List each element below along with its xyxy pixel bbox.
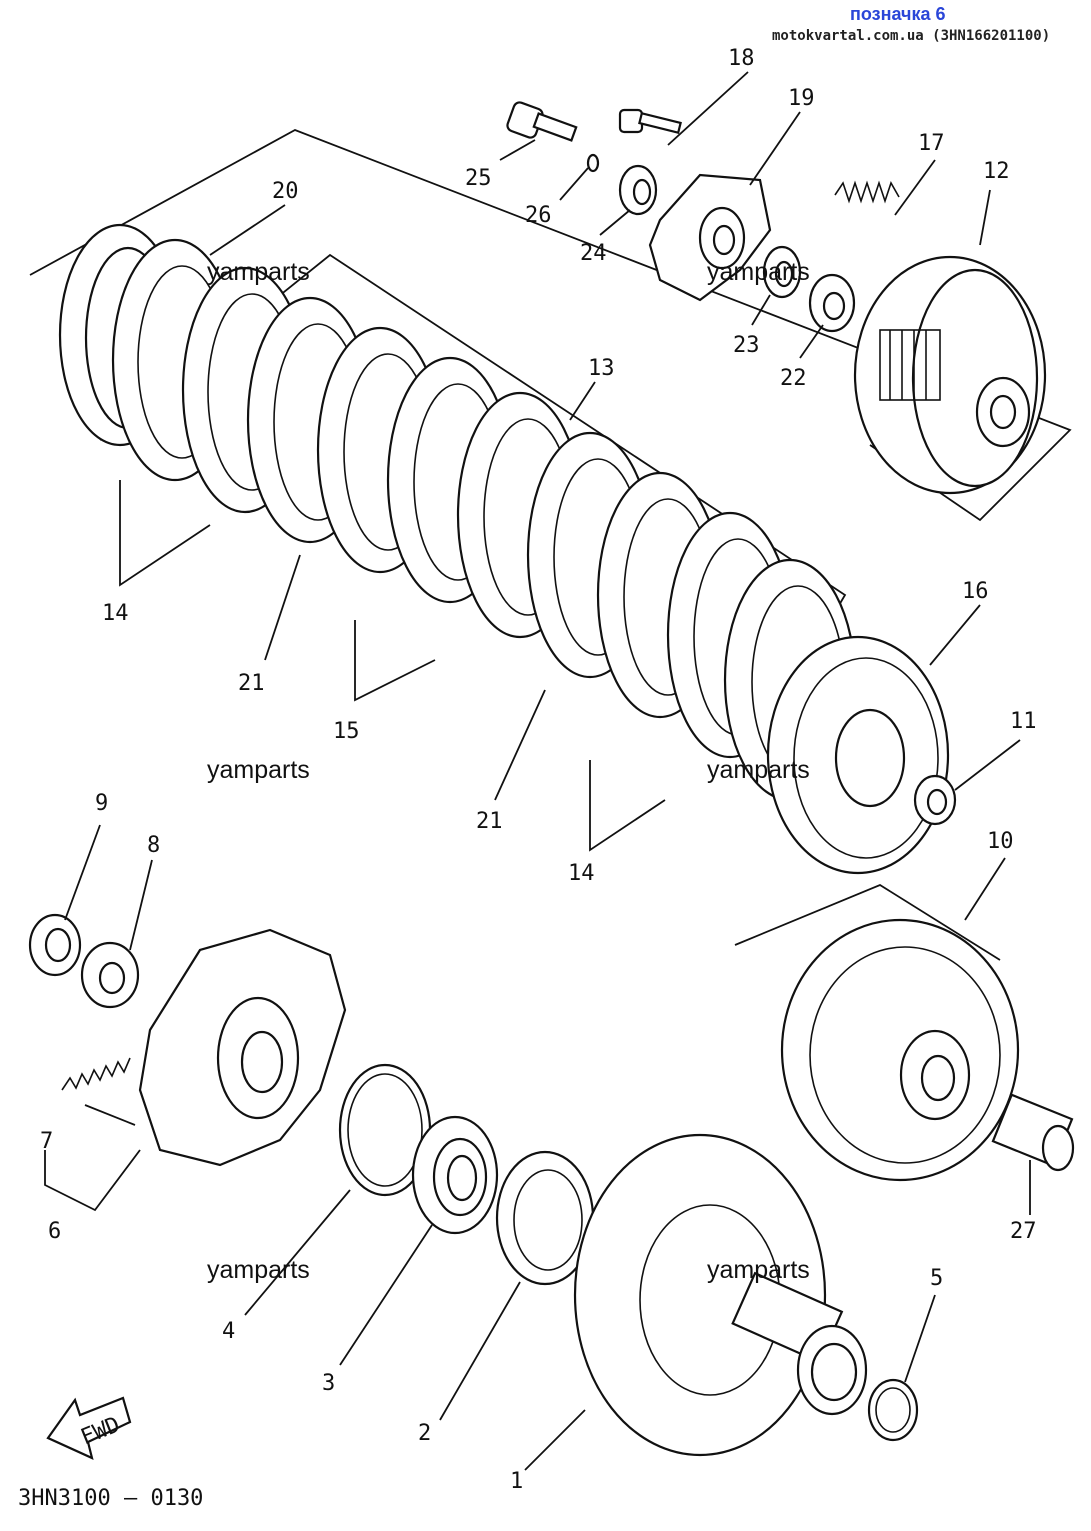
group-bracket-12 — [29, 129, 1072, 522]
callout-1: 1 — [510, 1469, 523, 1494]
watermark-1: yamparts — [207, 258, 310, 286]
watermark-2: yamparts — [707, 258, 810, 286]
callout-12: 12 — [983, 159, 1010, 184]
bolt-18 — [618, 108, 682, 135]
primary-driven-gear-10 — [780, 918, 1020, 1182]
header-title: позначка 6 — [850, 4, 946, 24]
spacer-27 — [991, 1093, 1075, 1172]
watermarks: yamparts yamparts yamparts yamparts yamp… — [207, 258, 810, 1284]
callout-19: 19 — [788, 86, 815, 111]
callout-25: 25 — [465, 166, 492, 191]
pressure-plate-16 — [766, 635, 950, 875]
clutch-boss-12 — [853, 255, 1047, 495]
callout-21b: 21 — [476, 809, 503, 834]
callout-14b: 14 — [568, 861, 595, 886]
nut-23 — [762, 245, 802, 299]
callout-6: 6 — [48, 1219, 61, 1244]
callout-10: 10 — [987, 829, 1014, 854]
callout-26: 26 — [525, 203, 552, 228]
callout-2: 2 — [418, 1421, 431, 1446]
bearing-24 — [618, 164, 658, 216]
callout-17: 17 — [918, 131, 945, 156]
watermark-6: yamparts — [707, 1256, 810, 1284]
callout-7: 7 — [40, 1129, 53, 1154]
callout-9: 9 — [95, 791, 108, 816]
group-bracket-10 — [734, 883, 1001, 961]
watermark-4: yamparts — [707, 756, 810, 784]
weight-assembly-6 — [138, 928, 347, 1167]
lock-washer-8 — [80, 941, 140, 1009]
callout-20: 20 — [272, 179, 299, 204]
callout-3: 3 — [322, 1371, 335, 1396]
watermark-5: yamparts — [207, 1256, 310, 1284]
bearing-9 — [28, 913, 82, 977]
callout-27: 27 — [1010, 1219, 1037, 1244]
o-ring-26 — [586, 153, 600, 173]
callout-15: 15 — [333, 719, 360, 744]
clutch-plate-stack — [111, 238, 857, 802]
callout-18: 18 — [728, 46, 755, 71]
callout-22: 22 — [780, 366, 807, 391]
callout-13: 13 — [588, 356, 615, 381]
callout-8: 8 — [147, 833, 160, 858]
circlip-11 — [913, 774, 957, 826]
callout-14a: 14 — [102, 601, 129, 626]
watermark-3: yamparts — [207, 756, 310, 784]
header-site-reference: motokvartal.com.ua (3HN166201100) — [772, 28, 1051, 44]
callout-23: 23 — [733, 333, 760, 358]
diagram-code: 3HN3100 – 0130 — [18, 1486, 203, 1511]
bearing-3 — [411, 1115, 499, 1235]
spring-7 — [61, 1057, 131, 1091]
callout-11: 11 — [1010, 709, 1037, 734]
callout-labels: 1 2 3 4 5 6 7 8 9 10 11 12 13 14 14 15 1… — [40, 46, 1037, 1494]
leader-lines — [44, 71, 1031, 1471]
clutch-carrier-1 — [573, 1133, 868, 1457]
callout-21a: 21 — [238, 671, 265, 696]
pressure-plate-19 — [648, 173, 772, 302]
spring-17 — [834, 180, 900, 204]
fwd-arrow-icon: FWD — [46, 1396, 132, 1460]
lock-washer-22 — [808, 273, 856, 333]
callout-5: 5 — [930, 1266, 943, 1291]
bolt-25 — [506, 101, 578, 142]
callout-4: 4 — [222, 1319, 235, 1344]
shim-5 — [867, 1378, 919, 1442]
callout-16: 16 — [962, 579, 989, 604]
callout-24: 24 — [580, 241, 607, 266]
